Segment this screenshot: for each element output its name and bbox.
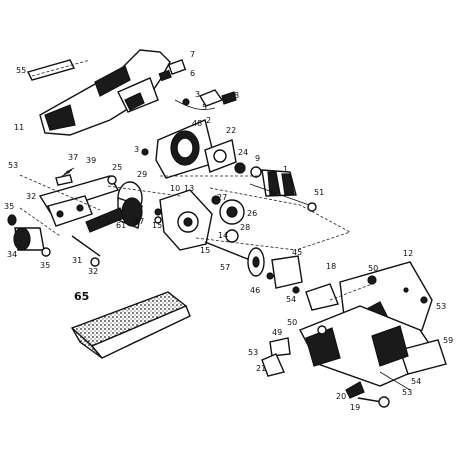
callout-26: 26 <box>247 209 257 218</box>
callout-31: 31 <box>72 256 82 265</box>
sanding-belt <box>70 291 191 359</box>
callout-1: 1 <box>283 165 288 174</box>
callout-39: 39 <box>86 156 96 165</box>
gear-case <box>154 189 213 251</box>
callout-6: 6 <box>190 69 195 78</box>
callout-21: 21 <box>256 364 266 373</box>
callout-51: 51 <box>314 188 324 197</box>
callout-10: 10 <box>170 184 180 193</box>
callout-20: 20 <box>336 392 346 401</box>
callout-50: 50 <box>368 264 378 273</box>
callout-19: 19 <box>350 403 360 412</box>
callout-54b: 54 <box>411 377 421 386</box>
callout-11: 11 <box>14 123 24 132</box>
callout-24: 24 <box>238 148 248 157</box>
callout-2: 2 <box>206 116 211 125</box>
callout-65: 65 <box>74 290 89 303</box>
callout-46: 46 <box>250 286 260 295</box>
roller-axle <box>71 235 101 267</box>
callout-49: 49 <box>272 328 282 337</box>
callout-53b: 53 <box>436 302 446 311</box>
callout-13: 13 <box>184 184 194 193</box>
callout-53d: 53 <box>402 388 412 397</box>
callout-47: 47 <box>134 217 144 226</box>
drive-roller <box>85 181 143 233</box>
callout-54: 54 <box>286 295 296 304</box>
pulley-shaft <box>204 241 265 277</box>
callout-53c: 53 <box>248 348 258 357</box>
motor-housing <box>26 49 171 136</box>
callout-labels: 55 7 6 8 3 5 2 48 11 3 22 24 9 1 53 37 3… <box>4 50 453 412</box>
callout-29: 29 <box>137 170 147 179</box>
belt-bracket <box>266 255 303 294</box>
callout-35b: 35 <box>40 261 50 270</box>
callout-45: 45 <box>292 248 302 257</box>
callout-15b: 15 <box>200 246 210 255</box>
callout-7: 7 <box>190 50 195 59</box>
callout-8: 8 <box>234 91 239 100</box>
callout-3: 3 <box>195 90 200 99</box>
callout-35: 35 <box>4 202 14 211</box>
callout-53: 53 <box>8 161 18 170</box>
tension-assembly <box>19 167 120 227</box>
callout-59: 59 <box>443 336 453 345</box>
callout-57: 57 <box>220 263 230 272</box>
callout-18: 18 <box>326 262 336 271</box>
callout-50b: 50 <box>287 318 297 327</box>
gear-set <box>211 195 245 243</box>
callout-15: 15 <box>152 221 162 230</box>
front-roller <box>7 214 51 257</box>
callout-22: 22 <box>226 126 236 135</box>
callout-28: 28 <box>240 223 250 232</box>
switch-and-cord <box>158 59 237 110</box>
callout-9: 9 <box>255 154 260 163</box>
callout-48: 48 <box>192 119 202 128</box>
base-shoe <box>261 305 447 408</box>
callout-32b: 32 <box>88 267 98 276</box>
callout-37: 37 <box>68 153 78 162</box>
callout-61: 61 <box>116 221 126 230</box>
callout-5: 5 <box>202 103 207 112</box>
callout-32: 32 <box>26 192 36 201</box>
assembly-guide-lines <box>19 175 373 301</box>
callout-34: 34 <box>7 250 17 259</box>
field-stator <box>141 119 213 179</box>
callout-55: 55 <box>16 66 26 75</box>
armature-assembly <box>204 139 317 212</box>
callout-27: 27 <box>217 193 227 202</box>
callout-3b: 3 <box>134 145 139 154</box>
callout-12: 12 <box>403 249 413 258</box>
callout-25: 25 <box>112 163 122 172</box>
callout-14: 14 <box>218 231 228 240</box>
